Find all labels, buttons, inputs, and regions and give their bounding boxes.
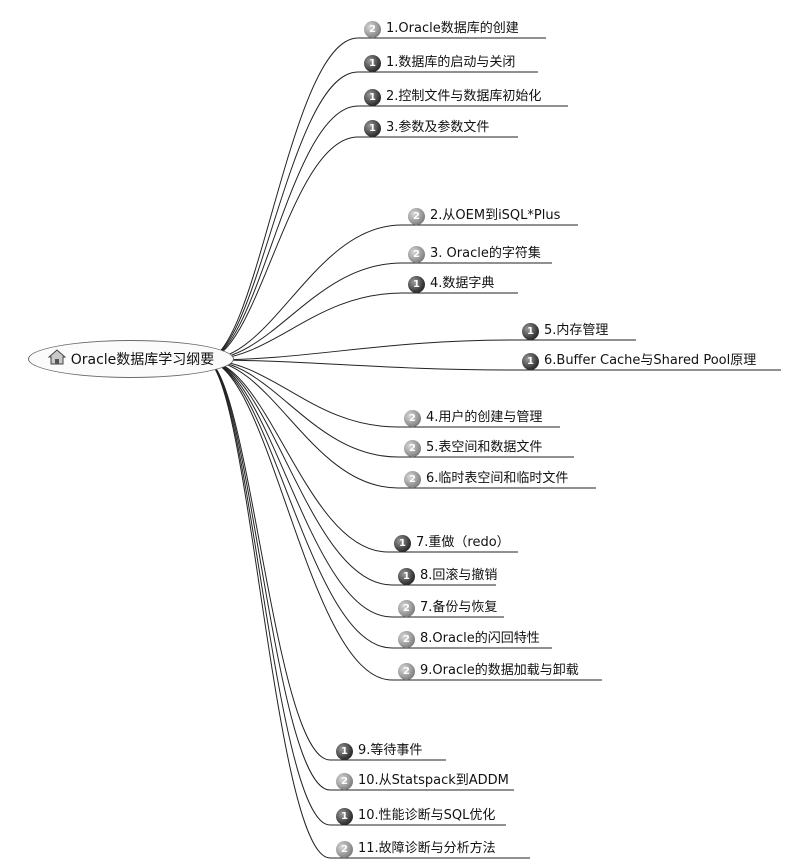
- topic-label: 5.表空间和数据文件: [426, 440, 543, 455]
- topic-label: 11.故障诊断与分析方法: [358, 841, 496, 856]
- connector-line: [204, 359, 517, 371]
- priority-badge: 1: [522, 322, 539, 340]
- topic-node[interactable]: 1 5.内存管理: [522, 320, 608, 342]
- connector-line: [204, 359, 399, 489]
- topic-node[interactable]: 2 6.临时表空间和临时文件: [404, 468, 568, 490]
- topic-node[interactable]: 1 8.回滚与撤销: [398, 565, 497, 587]
- topic-label: 9.等待事件: [358, 743, 423, 758]
- topic-node[interactable]: 2 1.Oracle数据库的创建: [364, 18, 519, 40]
- priority-badge: 2: [398, 662, 415, 680]
- priority-badge: 1: [336, 807, 353, 825]
- topic-label: 7.备份与恢复: [420, 600, 498, 615]
- topic-node[interactable]: 2 5.表空间和数据文件: [404, 437, 542, 459]
- topic-label: 6.临时表空间和临时文件: [426, 471, 569, 486]
- topic-label: 8.Oracle的闪回特性: [420, 631, 540, 646]
- topic-label: 6.Buffer Cache与Shared Pool原理: [544, 353, 757, 368]
- connector-line: [204, 359, 393, 618]
- topic-node[interactable]: 2 7.备份与恢复: [398, 597, 497, 619]
- priority-badge: 2: [336, 772, 353, 790]
- topic-node[interactable]: 1 6.Buffer Cache与Shared Pool原理: [522, 350, 756, 372]
- topic-node[interactable]: 1 2.控制文件与数据库初始化: [364, 86, 541, 108]
- topic-label: 2.从OEM到iSQL*Plus: [430, 208, 561, 223]
- connector-line: [204, 37, 359, 361]
- priority-badge: 1: [408, 275, 425, 293]
- connector-line: [204, 224, 403, 361]
- priority-badge: 2: [398, 599, 415, 617]
- priority-badge: 2: [408, 245, 425, 263]
- connector-line: [204, 339, 517, 361]
- topic-node[interactable]: 2 4.用户的创建与管理: [404, 407, 542, 429]
- root-node[interactable]: Oracle数据库学习纲要: [28, 340, 234, 378]
- priority-badge: 2: [408, 207, 425, 225]
- connector-line: [204, 359, 331, 761]
- priority-badge: 1: [364, 88, 381, 106]
- priority-badge: 2: [398, 630, 415, 648]
- connector-line: [204, 359, 331, 826]
- topic-label: 4.数据字典: [430, 276, 495, 291]
- topic-node[interactable]: 2 8.Oracle的闪回特性: [398, 628, 540, 650]
- connector-line: [204, 359, 331, 791]
- topic-label: 8.回滚与撤销: [420, 568, 498, 583]
- topic-label: 3.参数及参数文件: [386, 120, 490, 135]
- topic-label: 10.从Statspack到ADDM: [358, 773, 509, 788]
- priority-badge: 1: [336, 742, 353, 760]
- topic-node[interactable]: 1 1.数据库的启动与关闭: [364, 52, 515, 74]
- connector-line: [204, 136, 359, 361]
- connector-line: [204, 71, 359, 361]
- topic-node[interactable]: 1 9.等待事件: [336, 740, 422, 762]
- priority-badge: 2: [404, 439, 421, 457]
- topic-label: 3. Oracle的字符集: [430, 246, 541, 261]
- topic-node[interactable]: 2 3. Oracle的字符集: [408, 243, 541, 265]
- connector-line: [204, 359, 393, 649]
- topic-node[interactable]: 1 4.数据字典: [408, 273, 494, 295]
- connector-line: [204, 262, 403, 361]
- topic-label: 5.内存管理: [544, 323, 609, 338]
- topic-node[interactable]: 2 2.从OEM到iSQL*Plus: [408, 205, 560, 227]
- home-icon: [47, 349, 66, 369]
- priority-badge: 1: [522, 352, 539, 370]
- connector-line: [204, 359, 393, 586]
- topic-node[interactable]: 1 7.重做（redo）: [394, 532, 510, 554]
- topic-node[interactable]: 2 9.Oracle的数据加载与卸载: [398, 660, 579, 682]
- topic-label: 2.控制文件与数据库初始化: [386, 89, 542, 104]
- connector-line: [204, 359, 389, 553]
- priority-badge: 1: [364, 119, 381, 137]
- topic-node[interactable]: 1 10.性能诊断与SQL优化: [336, 805, 495, 827]
- root-label: Oracle数据库学习纲要: [70, 352, 215, 368]
- priority-badge: 1: [394, 534, 411, 552]
- connector-line: [204, 105, 359, 361]
- topic-label: 1.数据库的启动与关闭: [386, 55, 516, 70]
- priority-badge: 1: [398, 567, 415, 585]
- topic-label: 7.重做（redo）: [416, 535, 510, 550]
- topic-label: 9.Oracle的数据加载与卸载: [420, 663, 579, 678]
- priority-badge: 2: [404, 470, 421, 488]
- topic-label: 10.性能诊断与SQL优化: [358, 808, 496, 823]
- priority-badge: 2: [404, 409, 421, 427]
- topic-node[interactable]: 2 10.从Statspack到ADDM: [336, 770, 509, 792]
- topic-node[interactable]: 2 11.故障诊断与分析方法: [336, 838, 496, 860]
- topic-label: 1.Oracle数据库的创建: [386, 21, 519, 36]
- priority-badge: 1: [364, 54, 381, 72]
- topic-label: 4.用户的创建与管理: [426, 410, 543, 425]
- connector-line: [204, 359, 331, 859]
- connector-line: [204, 359, 393, 681]
- priority-badge: 2: [336, 840, 353, 858]
- topic-node[interactable]: 1 3.参数及参数文件: [364, 117, 489, 139]
- priority-badge: 2: [364, 20, 381, 38]
